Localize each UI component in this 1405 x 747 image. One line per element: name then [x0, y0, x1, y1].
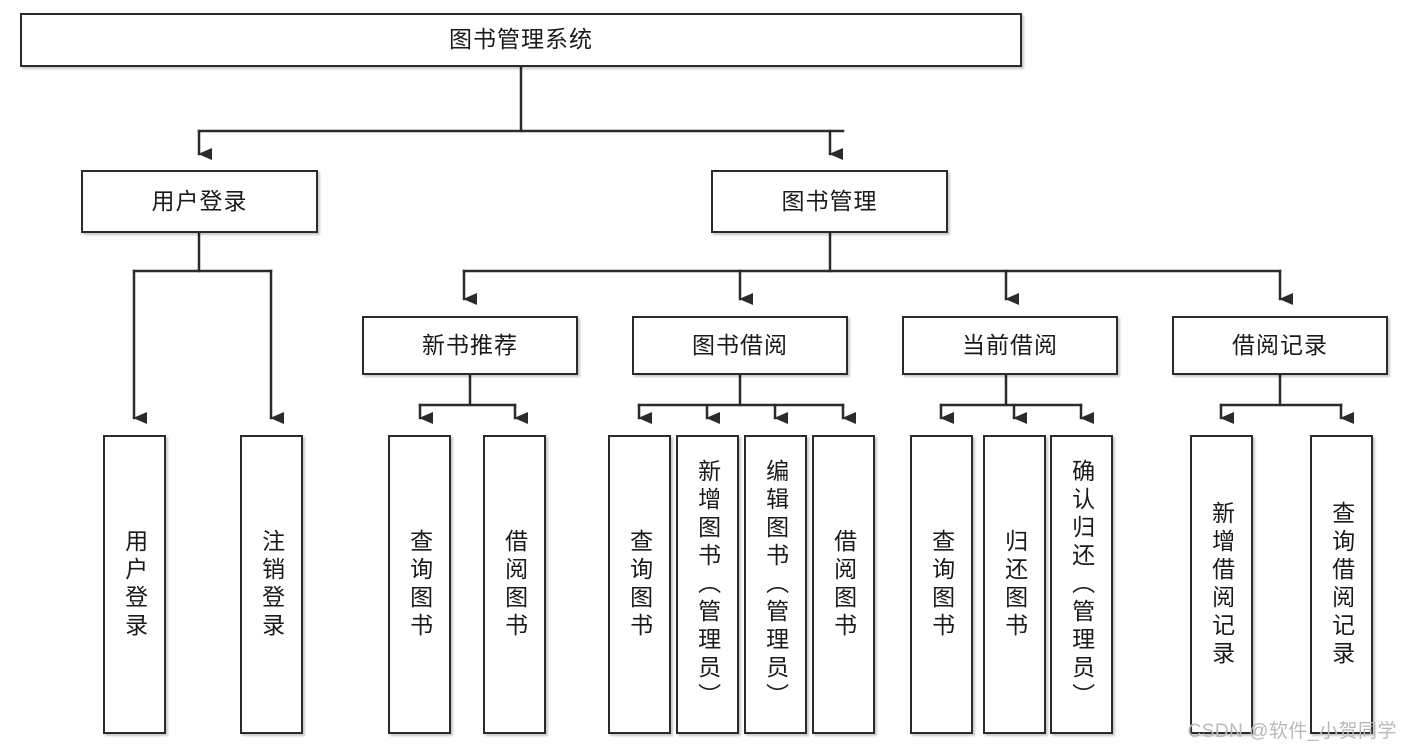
node-book-management[interactable]: 图书管理: [711, 170, 948, 233]
leaf-borrow-book-2[interactable]: 借阅图书: [812, 435, 875, 734]
node-label: 借阅记录: [1232, 331, 1328, 358]
node-label: 新增借阅记录: [1208, 500, 1235, 669]
leaf-edit-book-admin[interactable]: 编辑图书（管理员）: [744, 435, 807, 734]
node-label: 图书管理系统: [449, 26, 593, 53]
leaf-add-book-admin[interactable]: 新增图书（管理员）: [676, 435, 739, 734]
node-label: 编辑图书（管理员）: [762, 458, 789, 711]
node-label: 借阅图书: [501, 528, 528, 641]
leaf-query-book-3[interactable]: 查询图书: [910, 435, 973, 734]
node-label: 确认归还（管理员）: [1068, 458, 1095, 711]
node-label: 新增图书（管理员）: [694, 458, 721, 711]
node-label: 注销登录: [258, 528, 285, 641]
node-label: 归还图书: [1001, 528, 1028, 641]
node-user-login[interactable]: 用户登录: [81, 170, 318, 233]
leaf-query-book-1[interactable]: 查询图书: [388, 435, 451, 734]
node-label: 查询借阅记录: [1328, 500, 1355, 669]
leaf-borrow-book-1[interactable]: 借阅图书: [483, 435, 546, 734]
leaf-user-login[interactable]: 用户登录: [103, 435, 166, 734]
node-label: 图书管理: [781, 187, 878, 214]
leaf-confirm-return-admin[interactable]: 确认归还（管理员）: [1050, 435, 1113, 734]
leaf-query-borrowing-record[interactable]: 查询借阅记录: [1310, 435, 1373, 734]
node-label: 当前借阅: [962, 331, 1058, 358]
leaf-return-book[interactable]: 归还图书: [983, 435, 1046, 734]
node-book-management-system[interactable]: 图书管理系统: [20, 13, 1022, 67]
node-label: 用户登录: [121, 528, 148, 641]
leaf-user-logout[interactable]: 注销登录: [240, 435, 303, 734]
node-borrowing-records[interactable]: 借阅记录: [1172, 316, 1388, 375]
leaf-add-borrowing-record[interactable]: 新增借阅记录: [1190, 435, 1253, 734]
node-label: 图书借阅: [692, 331, 788, 358]
node-label: 新书推荐: [422, 331, 518, 358]
csdn-watermark: CSDN @软件_小贺同学: [1187, 721, 1397, 742]
node-label: 查询图书: [626, 528, 653, 641]
node-label: 查询图书: [406, 528, 433, 641]
leaf-query-book-2[interactable]: 查询图书: [608, 435, 671, 734]
node-current-borrowing[interactable]: 当前借阅: [902, 316, 1118, 375]
node-new-book-recommendation[interactable]: 新书推荐: [362, 316, 578, 375]
node-book-borrowing[interactable]: 图书借阅: [632, 316, 848, 375]
node-label: 借阅图书: [830, 528, 857, 641]
node-label: 查询图书: [928, 528, 955, 641]
node-label: 用户登录: [151, 187, 248, 214]
